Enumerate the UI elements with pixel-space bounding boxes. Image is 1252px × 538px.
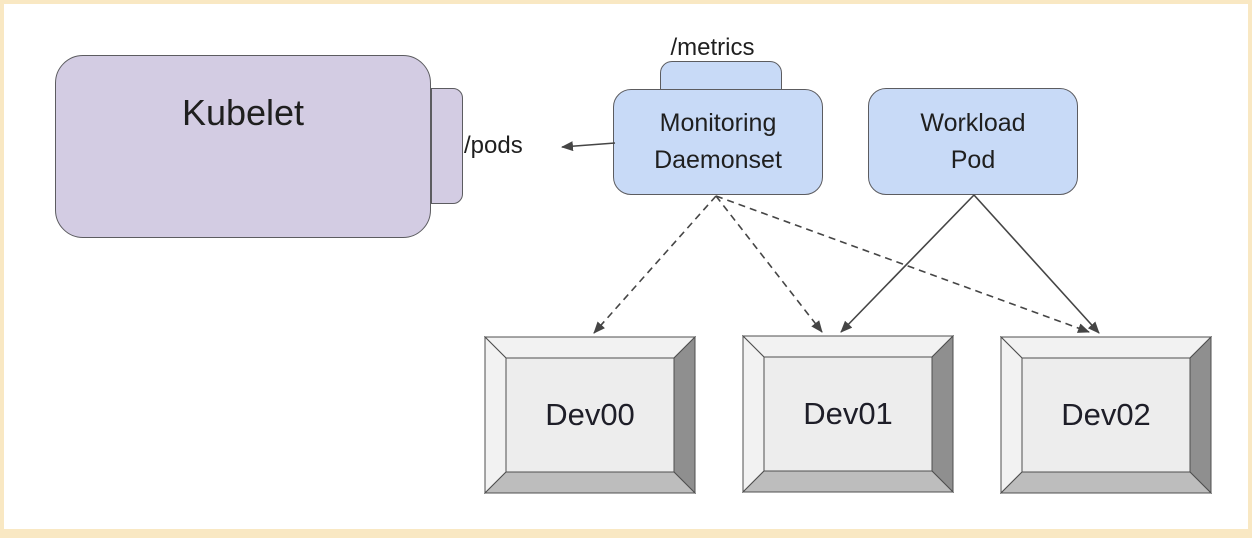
edge-workload-to-dev02 xyxy=(973,194,1100,334)
edge-monitoring-to-pods xyxy=(561,141,616,152)
monitoring-daemonset-box: Monitoring Daemonset xyxy=(613,89,823,195)
device-dev00-label: Dev00 xyxy=(545,397,635,432)
device-dev00: Dev00 xyxy=(484,336,696,494)
workload-pod-box: Workload Pod xyxy=(868,88,1078,195)
edge-monitoring-to-dev00 xyxy=(593,195,717,334)
metrics-endpoint-label: /metrics xyxy=(670,34,755,61)
pods-endpoint-label: /pods xyxy=(464,132,523,159)
device-3d-frame xyxy=(742,335,954,493)
monitoring-daemonset-label: Monitoring Daemonset xyxy=(654,109,782,174)
device-dev01: Dev01 xyxy=(742,335,954,493)
device-dev02-label: Dev02 xyxy=(1061,397,1151,432)
edge-workload-to-dev01 xyxy=(840,194,975,333)
device-3d-frame xyxy=(1000,336,1212,494)
workload-pod-label: Workload Pod xyxy=(920,108,1026,174)
kubelet-label: Kubelet xyxy=(181,92,305,133)
device-3d-frame xyxy=(484,336,696,494)
kubelet-box: Kubelet xyxy=(55,55,431,238)
kubelet-side-tab xyxy=(431,88,463,204)
edge-monitoring-to-dev02 xyxy=(715,195,1090,333)
device-dev02: Dev02 xyxy=(1000,336,1212,494)
device-dev01-label: Dev01 xyxy=(803,396,893,431)
edge-monitoring-to-dev01 xyxy=(715,195,823,333)
